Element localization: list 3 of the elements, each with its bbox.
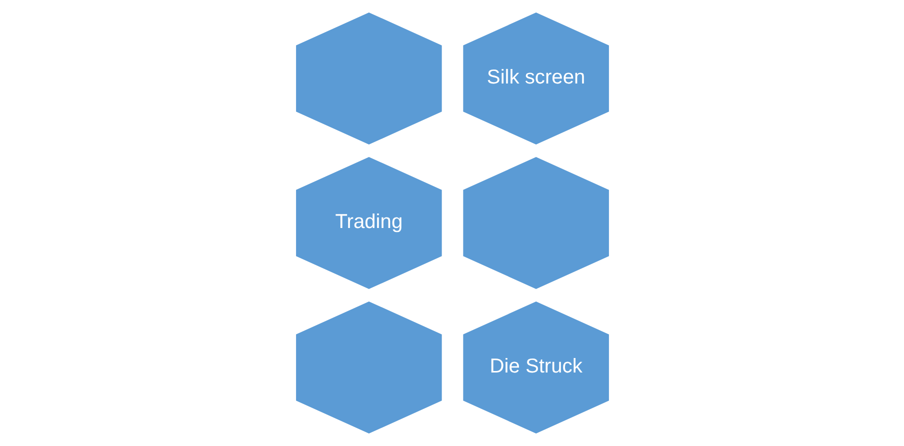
node-hexagon (462, 156, 608, 290)
node-hexagon (296, 12, 442, 145)
node-hexagon (296, 301, 442, 434)
